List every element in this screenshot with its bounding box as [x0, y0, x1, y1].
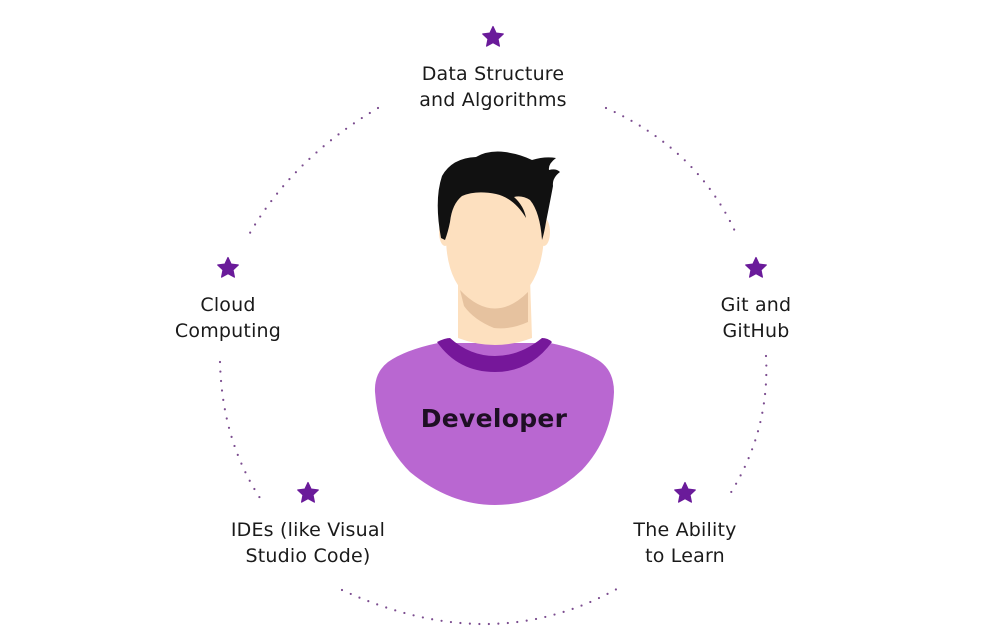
center-label: Developer: [420, 404, 568, 433]
star-icon: [217, 256, 239, 278]
hair: [437, 151, 560, 240]
shirt: [374, 343, 614, 505]
star-icon: [297, 481, 319, 503]
collar: [437, 338, 552, 372]
star-icon: [674, 481, 696, 503]
star-icon: [745, 256, 767, 278]
star-icon: [482, 25, 504, 47]
arc-bottom: [340, 584, 624, 626]
neck-shadow: [460, 290, 528, 329]
face: [446, 166, 544, 305]
